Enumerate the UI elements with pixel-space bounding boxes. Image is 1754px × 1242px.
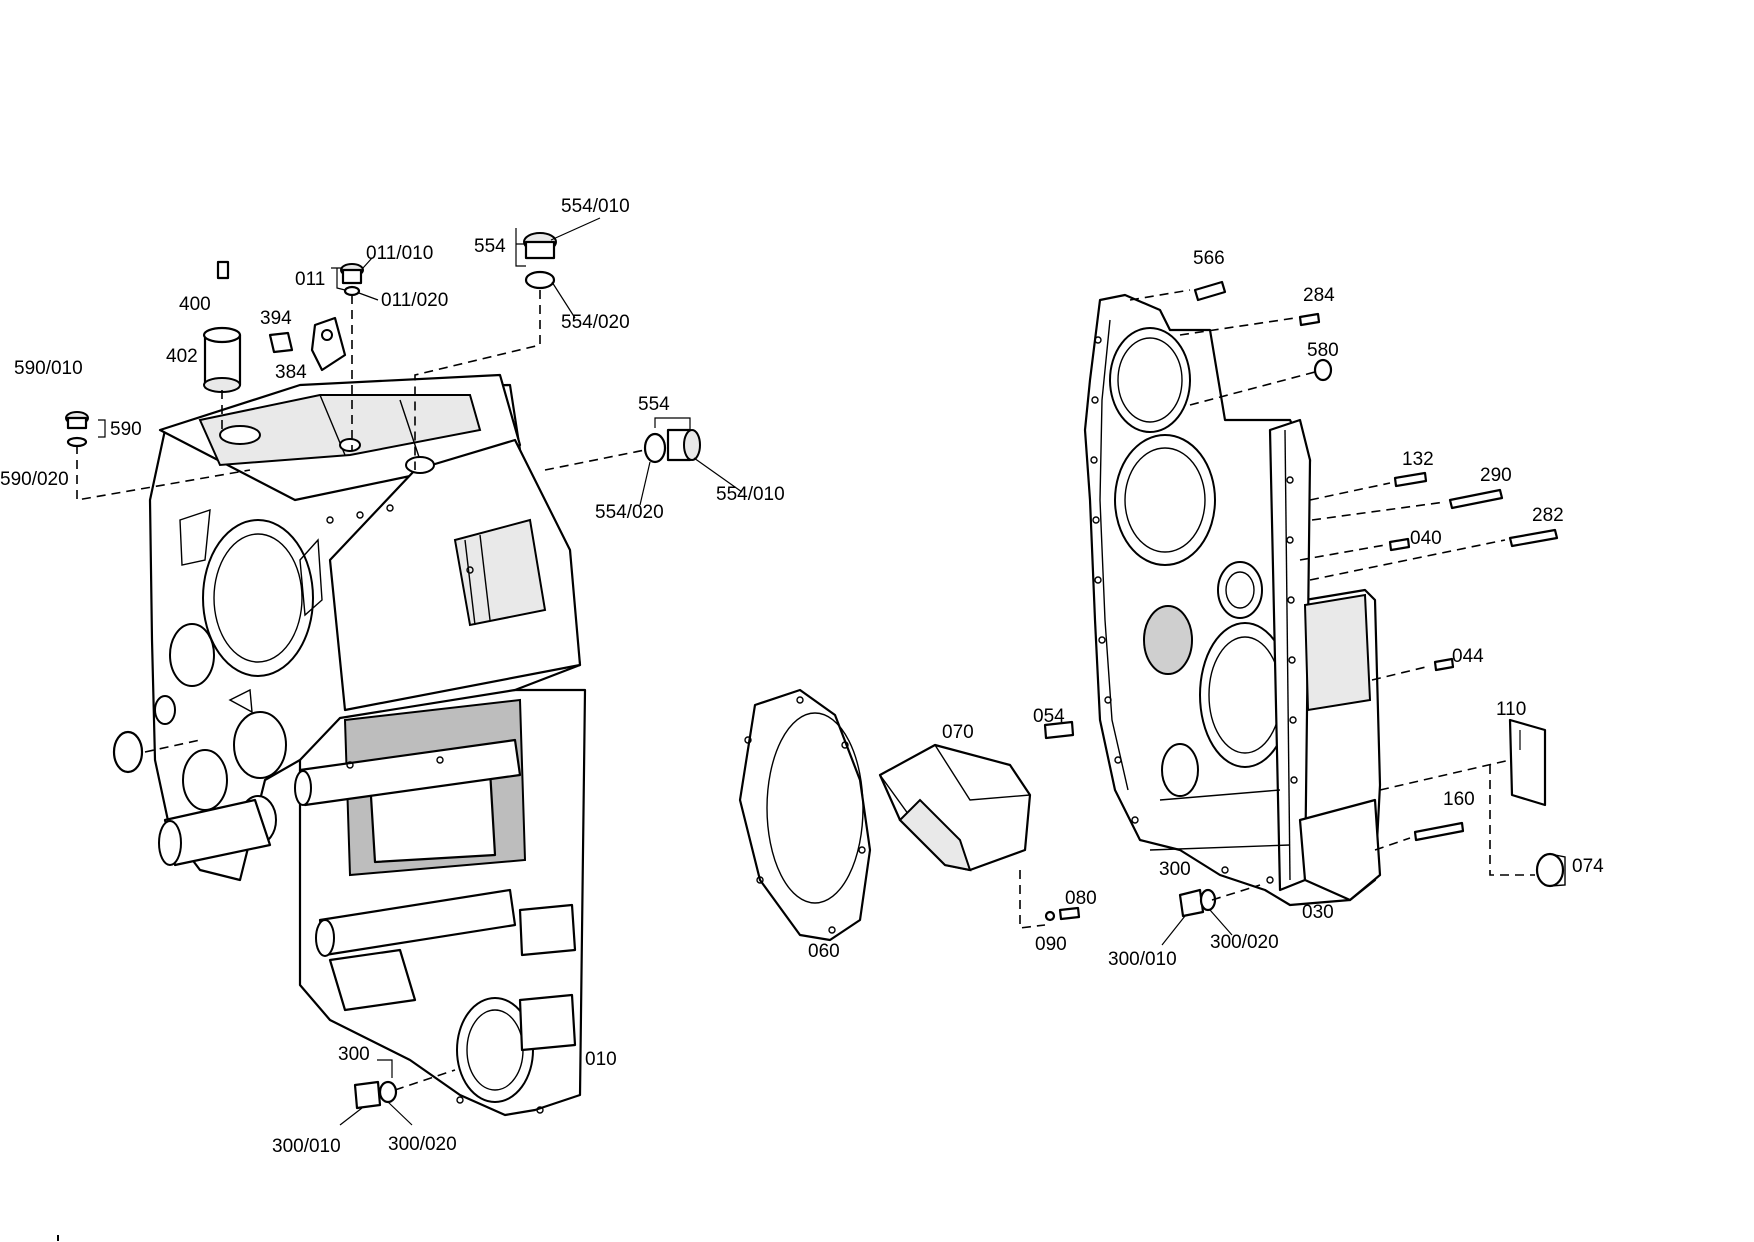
label-054: 054 [1033,706,1065,727]
label-282: 282 [1532,505,1564,526]
bolt-040 [1388,537,1411,552]
o-ring-left [112,730,144,774]
label-384: 384 [275,362,307,383]
label-011: 011 [295,269,325,290]
pin-566 [1193,280,1227,302]
label-554-side: 554 [638,394,670,415]
label-300-020-left: 300/020 [388,1134,457,1155]
plug-300-right [1178,888,1217,918]
label-074: 074 [1572,856,1604,877]
bolt-132 [1393,471,1428,488]
label-284: 284 [1303,285,1335,306]
label-590-020: 590/020 [0,469,69,490]
label-300-010-right: 300/010 [1108,949,1177,970]
label-554-top: 554 [474,236,506,257]
sleeve-402 [202,326,242,393]
label-590: 590 [110,419,142,440]
cap-074 [1535,852,1566,888]
plug-580 [1313,358,1333,382]
label-554-020-top: 554/020 [561,312,630,333]
housing-030 [1083,293,1382,907]
label-300-right: 300 [1159,859,1191,880]
plug-300-left [353,1080,398,1110]
label-160: 160 [1443,789,1475,810]
label-090: 090 [1035,934,1067,955]
plug-554-side [643,428,701,464]
label-030: 030 [1302,902,1334,923]
label-300-020-right: 300/020 [1210,932,1279,953]
bolt-290 [1448,488,1504,510]
label-132: 132 [1402,449,1434,470]
label-080: 080 [1065,888,1097,909]
label-402: 402 [166,346,198,367]
gasket-060 [738,688,872,942]
label-580: 580 [1307,340,1339,361]
label-290: 290 [1480,465,1512,486]
part-labels: 554/010 554 554/020 011/010 011 011/020 … [0,196,1604,1157]
label-011-020: 011/020 [381,290,448,311]
plug-590 [65,411,89,448]
shield-070 [878,743,1032,872]
label-040: 040 [1410,528,1442,549]
label-300-010-left: 300/010 [272,1136,341,1157]
label-011-010: 011/010 [366,243,433,264]
label-394: 394 [260,308,292,329]
label-400: 400 [179,294,211,315]
label-044: 044 [1452,646,1484,667]
bolt-044 [1433,657,1455,672]
bolt-080-090 [1044,906,1081,922]
label-070: 070 [942,722,974,743]
plug-394 [268,331,294,354]
label-060: 060 [808,941,840,962]
plate-384 [310,316,347,372]
bolt-284 [1298,312,1321,327]
housing-010 [148,373,587,1117]
label-554-010-top: 554/010 [561,196,630,217]
pin-400 [216,260,230,280]
label-300-left: 300 [338,1044,370,1065]
assembly-lines [76,289,1535,1091]
label-554-020-side: 554/020 [595,502,664,523]
pin-054 [1043,720,1075,740]
plug-554-top [523,232,557,290]
label-110: 110 [1496,699,1526,720]
bolt-282 [1508,528,1559,548]
label-590-010: 590/010 [14,358,83,379]
bolt-160 [1413,821,1465,842]
label-554-010-side: 554/010 [716,484,785,505]
label-010: 010 [585,1049,617,1070]
stray-mark [57,1235,59,1241]
leader-lines [98,217,1521,1126]
label-566: 566 [1193,248,1225,269]
plate-110 [1508,718,1547,807]
plug-011 [340,263,364,297]
